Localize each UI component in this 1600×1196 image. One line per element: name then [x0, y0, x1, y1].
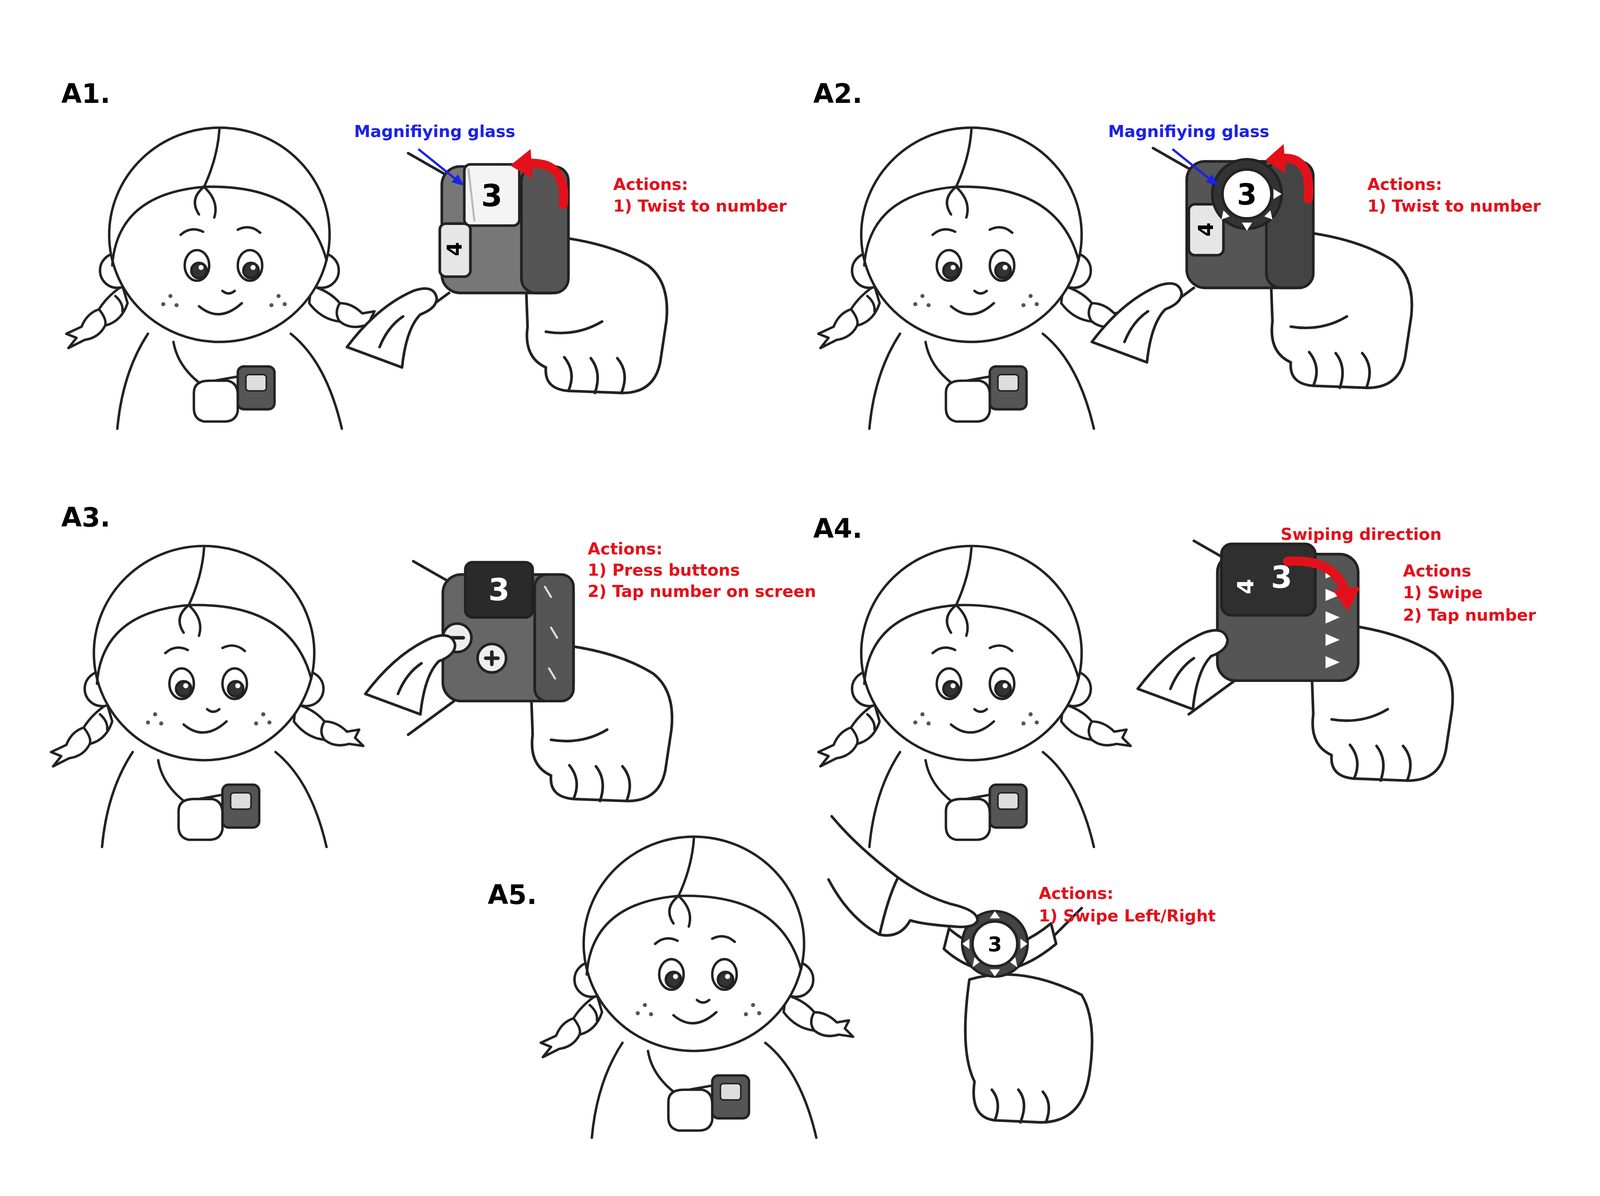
wrist-closeup [828, 816, 1093, 1123]
panel-label: A3. [61, 502, 111, 533]
action-text: Actions: [1038, 885, 1114, 903]
action-text: Actions: [613, 175, 688, 194]
band-digit: 4 [1195, 222, 1218, 237]
panel-label: A4. [813, 514, 863, 544]
action-text: 1) Press buttons [587, 561, 740, 580]
band-digit: 3 [481, 179, 503, 213]
action-text: 1) Swipe [1402, 583, 1483, 602]
leader-line [418, 149, 1219, 186]
direction-arrow [510, 144, 1360, 612]
callout-text: Magnifiying glass [1108, 122, 1270, 141]
band-digit: 3 [488, 572, 510, 607]
band-digit: 3 [1237, 179, 1258, 211]
band-digit: 4 [443, 242, 467, 257]
callout-text: Magnifiying glass [354, 122, 516, 141]
action-text: Actions: [1367, 175, 1443, 194]
action-text: 1) Twist to number [613, 197, 787, 215]
panel-label: A2. [813, 79, 863, 109]
action-text: Actions [1402, 562, 1472, 581]
girl-figure [50, 127, 1131, 1138]
band-digit: 3 [987, 933, 1003, 957]
action-text: 1) Twist to number [1367, 197, 1541, 215]
action-text: 1) Swipe Left/Right [1038, 907, 1216, 926]
action-text: Actions: [587, 540, 663, 558]
panel-label: A5. [487, 880, 538, 910]
panel-label: A1. [61, 79, 111, 109]
action-text: 2) Tap number on screen [587, 582, 817, 601]
action-text: 2) Tap number [1402, 606, 1536, 625]
band-digit: 3 [1270, 560, 1293, 595]
band-digit: 4 [1233, 578, 1259, 595]
callout-text: Swiping direction [1280, 525, 1442, 544]
wrist-closeup [1091, 148, 1412, 389]
